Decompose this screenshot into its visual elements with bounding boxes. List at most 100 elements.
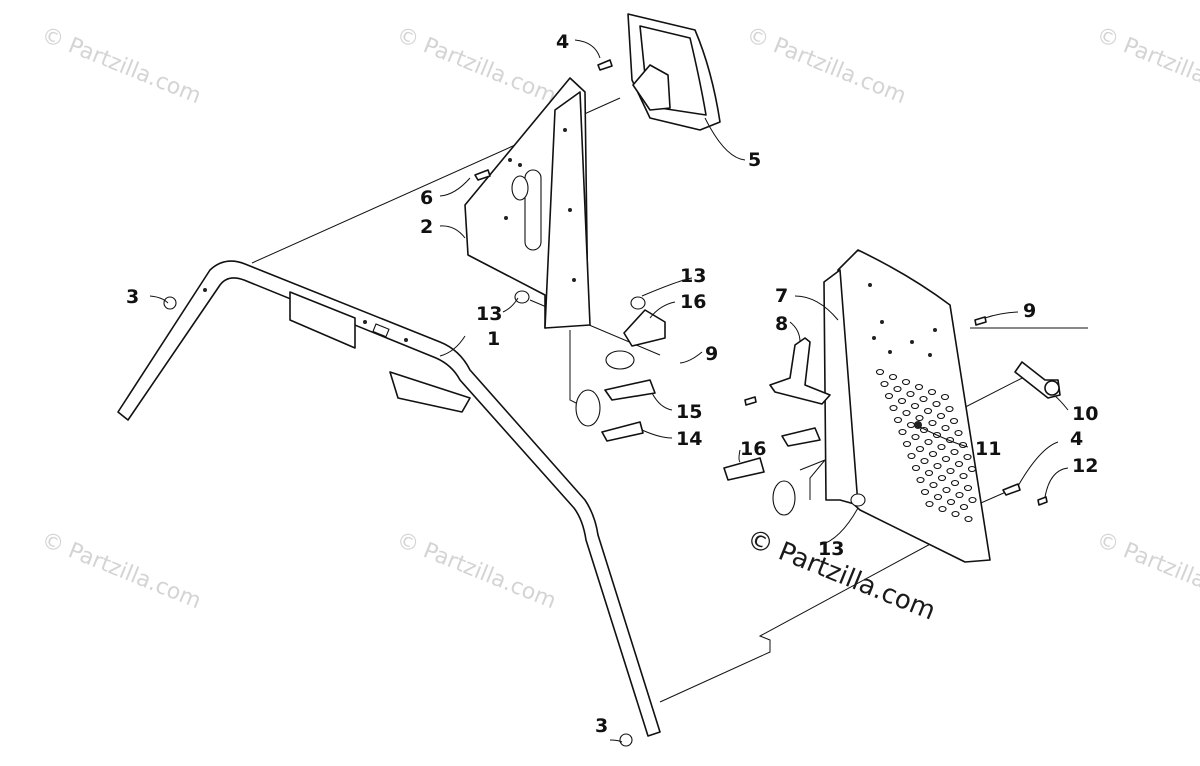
panel-perforation xyxy=(954,429,963,437)
panel-dot xyxy=(928,353,932,357)
panel-perforation xyxy=(902,409,911,417)
panel-perforation xyxy=(923,407,933,415)
panel-perforation xyxy=(907,452,916,460)
panel-perforation xyxy=(915,414,924,422)
panel-holes xyxy=(868,283,977,523)
part-7-right-panel xyxy=(823,249,991,563)
panel-dot xyxy=(872,336,876,340)
panel-perforation xyxy=(938,505,947,513)
panel-perforation xyxy=(929,481,938,489)
washer-a xyxy=(605,350,635,370)
callout-4-top: 4 xyxy=(556,31,569,53)
watermark-bottom-right: © Partzilla.com xyxy=(1093,527,1200,614)
part-3-nut-a xyxy=(163,296,177,310)
callout-4-right: 4 xyxy=(1070,428,1083,450)
panel-perforation xyxy=(916,476,925,484)
callout-16-bottom: 16 xyxy=(740,438,766,460)
callout-7: 7 xyxy=(775,285,788,307)
panel-perforation xyxy=(945,405,954,413)
panel-perforation xyxy=(925,500,934,508)
panel-perforation xyxy=(933,462,942,470)
panel-perforation xyxy=(927,388,937,396)
watermark-top-left: © Partzilla.com xyxy=(38,22,205,109)
panel-perforation xyxy=(914,383,924,391)
part-9-pin-b xyxy=(974,316,987,326)
panel-perforation xyxy=(889,404,898,412)
part-15-plate xyxy=(604,379,656,401)
panel-dot xyxy=(888,350,892,354)
panel-perforation xyxy=(963,484,973,492)
panel-perforation xyxy=(950,479,960,487)
panel-perforation xyxy=(941,455,951,463)
panel-perforation xyxy=(911,464,921,472)
panel-perforation xyxy=(937,443,946,451)
callout-1: 1 xyxy=(487,328,500,350)
panel-perforation xyxy=(950,448,959,456)
panel-perforation xyxy=(932,400,941,408)
callout-9-left: 9 xyxy=(705,343,718,365)
callout-11: 11 xyxy=(975,438,1001,460)
panel-perforation xyxy=(937,474,947,482)
callout-15: 15 xyxy=(676,401,702,423)
guide-line-stepped xyxy=(799,459,826,500)
panel-perforation xyxy=(933,493,943,501)
part-6-screw xyxy=(474,169,491,181)
part-2-side-panel xyxy=(464,77,591,329)
panel-perforation xyxy=(911,433,920,441)
panel-perforation xyxy=(928,450,938,458)
small-plate xyxy=(781,427,821,447)
panel-perforation xyxy=(898,428,907,436)
part-13-nut-c xyxy=(850,493,866,507)
panel-perforation xyxy=(919,426,929,434)
guide-line-bottom xyxy=(659,527,961,703)
watermark-top-center-right: © Partzilla.com xyxy=(743,22,910,109)
washer-b xyxy=(575,389,601,427)
watermark-bottom-left: © Partzilla.com xyxy=(38,527,205,614)
panel-perforation xyxy=(906,390,915,398)
part-4-bolt-a xyxy=(597,59,613,71)
panel-perforation xyxy=(941,424,950,432)
callout-10: 10 xyxy=(1072,403,1098,425)
callout-2: 2 xyxy=(420,216,433,238)
callout-3-top: 3 xyxy=(126,286,139,308)
callout-9-right: 9 xyxy=(1023,300,1036,322)
panel-dot xyxy=(910,340,914,344)
watermark-top-right: © Partzilla.com xyxy=(1093,22,1200,109)
hardware xyxy=(163,59,1048,747)
panel-perforation xyxy=(942,486,951,494)
panel-perforation xyxy=(928,419,937,427)
callout-12: 12 xyxy=(1072,455,1098,477)
panel-perforation xyxy=(875,368,885,376)
part-8-bracket xyxy=(769,337,831,405)
panel-perforation xyxy=(959,472,968,480)
panel-perforation xyxy=(959,503,969,511)
part-13-nut-a xyxy=(630,296,646,310)
callout-13-top: 13 xyxy=(680,265,706,287)
part-5-cover xyxy=(627,13,721,131)
callout-13-bottom: 13 xyxy=(818,538,844,560)
part-3-nut-b xyxy=(619,733,633,747)
part-9-pin-a xyxy=(744,396,757,406)
panel-perforation xyxy=(920,457,929,465)
panel-perforation xyxy=(940,393,950,401)
panel-perforation xyxy=(963,453,972,461)
callout-labels: 1 2 3 3 4 4 5 6 7 8 9 9 10 11 12 13 13 1… xyxy=(126,31,1098,737)
panel-perforation xyxy=(901,378,911,386)
panel-perforation xyxy=(949,417,959,425)
panel-perforation xyxy=(880,380,889,388)
panel-perforation xyxy=(888,373,898,381)
panel-perforation xyxy=(893,416,903,424)
callout-14: 14 xyxy=(676,428,702,450)
callout-6: 6 xyxy=(420,187,433,209)
panel-perforation xyxy=(920,488,930,496)
panel-dot xyxy=(868,283,872,287)
part-16-plate-a xyxy=(623,309,666,347)
watermark-top-center-left: © Partzilla.com xyxy=(393,22,560,109)
panel-perforation xyxy=(936,412,946,420)
panel-perforation xyxy=(946,498,956,506)
panel-perforation xyxy=(954,460,964,468)
callout-8: 8 xyxy=(775,313,788,335)
panel-perforation xyxy=(893,385,902,393)
panel-perforation xyxy=(902,440,912,448)
